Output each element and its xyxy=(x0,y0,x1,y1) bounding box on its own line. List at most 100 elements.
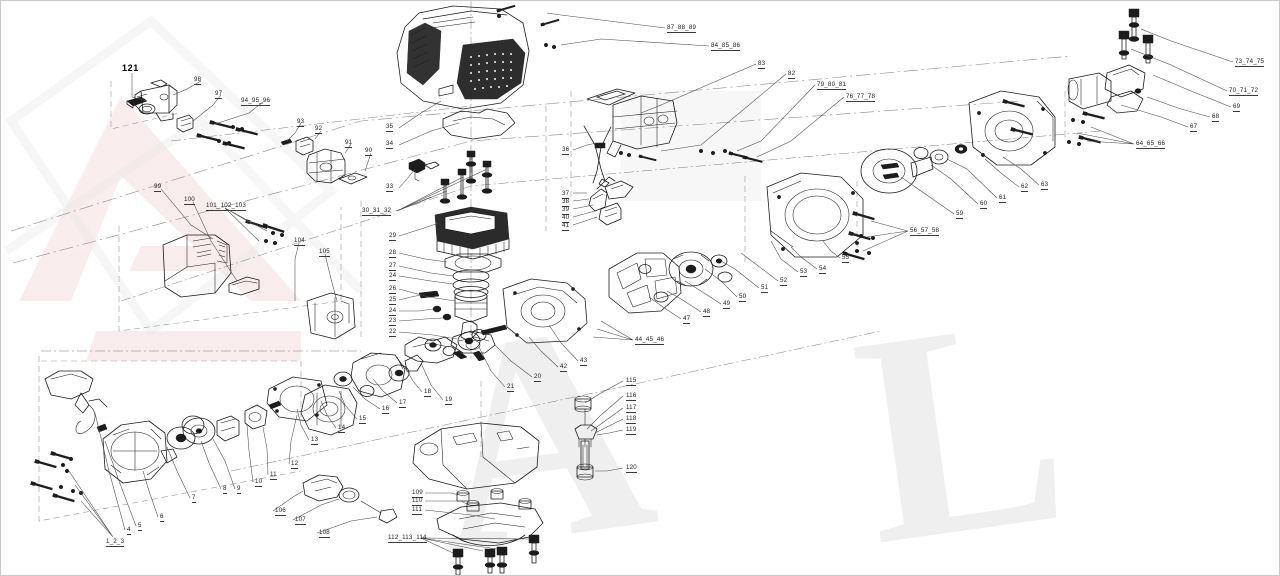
part-number-label-16: 16 xyxy=(382,405,390,414)
part-number-label-14: 14 xyxy=(338,424,346,433)
part-number-label-97: 97 xyxy=(215,90,223,99)
part-number-label-84-85-86: 84_85_86 xyxy=(711,42,741,51)
part-number-label-37: 37 xyxy=(562,190,570,199)
part-number-label-48: 48 xyxy=(703,308,711,317)
part-number-label-93: 93 xyxy=(297,118,305,127)
spark-plug-and-studs xyxy=(408,150,493,204)
part-number-label-101-102-103: 101_102_103 xyxy=(206,202,247,211)
part-number-label-47: 47 xyxy=(683,315,691,324)
part-number-label-10: 10 xyxy=(255,478,263,487)
part-number-label-52: 52 xyxy=(780,277,788,286)
part-number-label-5: 5 xyxy=(138,522,142,531)
part-number-label-11: 11 xyxy=(270,471,277,480)
part-number-label-63: 63 xyxy=(1041,181,1049,190)
part-number-label-111: 111 xyxy=(412,506,423,515)
part-number-label-120: 120 xyxy=(626,464,637,473)
part-number-label-115: 115 xyxy=(626,377,637,386)
part-number-label-61: 61 xyxy=(999,194,1007,203)
construction-lines xyxy=(10,1,1102,522)
part-number-label-4: 4 xyxy=(127,526,131,535)
part-number-label-44-45-46: 44_45_46 xyxy=(635,336,665,345)
part-number-label-90: 90 xyxy=(365,147,373,156)
part-number-label-109: 109 xyxy=(412,489,423,498)
vibration-mount-assembly xyxy=(574,395,598,481)
part-number-label-69: 69 xyxy=(1233,103,1241,112)
part-number-label-105: 105 xyxy=(319,248,330,257)
part-number-label-49: 49 xyxy=(723,300,731,309)
part-number-label-118: 118 xyxy=(626,415,637,424)
part-number-label-24: 24 xyxy=(389,307,397,316)
part-number-label-92: 92 xyxy=(315,125,323,134)
part-number-label-50: 50 xyxy=(739,293,747,302)
part-number-label-8: 8 xyxy=(223,485,227,494)
part-number-label-55: 55 xyxy=(842,254,850,263)
part-number-label-22: 22 xyxy=(389,328,397,337)
part-number-label-7: 7 xyxy=(192,494,196,503)
part-number-label-60: 60 xyxy=(980,200,988,209)
part-number-label-23: 23 xyxy=(389,317,397,326)
part-number-label-79-80-81: 79_80_81 xyxy=(817,81,847,90)
part-number-label-59: 59 xyxy=(956,210,964,219)
part-number-label-112-113-114: 112_113_114 xyxy=(388,534,427,543)
air-filter-assembly xyxy=(162,219,356,340)
carburetor-assembly xyxy=(126,79,368,185)
cylinder-piston-assembly xyxy=(181,206,510,435)
part-number-label-99: 99 xyxy=(154,183,162,192)
part-number-label-35: 35 xyxy=(386,123,394,132)
part-number-label-82: 82 xyxy=(788,70,796,79)
part-number-label-19: 19 xyxy=(445,396,453,405)
part-number-label-116: 116 xyxy=(626,392,637,401)
part-number-label-94-95-96: 94_95_96 xyxy=(241,97,271,106)
part-number-label-26: 26 xyxy=(389,285,397,294)
part-number-label-6: 6 xyxy=(160,513,164,522)
part-number-label-87-88-89: 87_88_89 xyxy=(667,24,697,33)
part-number-label-83: 83 xyxy=(758,60,766,69)
part-number-label-110: 110 xyxy=(412,497,423,506)
part-number-label-15: 15 xyxy=(359,415,367,424)
fuel-tank-assembly xyxy=(302,422,544,575)
part-number-label-39: 39 xyxy=(562,206,570,215)
part-number-label-43: 43 xyxy=(580,357,588,366)
part-number-label-41: 41 xyxy=(562,222,570,231)
recoil-starter-assembly xyxy=(30,370,328,503)
part-number-label-24: 24 xyxy=(389,272,397,281)
part-number-label-21: 21 xyxy=(507,383,515,392)
part-number-label-54: 54 xyxy=(819,265,827,274)
part-number-label-91: 91 xyxy=(345,139,353,148)
part-number-label-34: 34 xyxy=(386,140,394,149)
part-number-label-106: 106 xyxy=(275,507,286,516)
part-number-label-68: 68 xyxy=(1212,113,1220,122)
leader-lines xyxy=(68,12,1234,554)
part-number-label-12: 12 xyxy=(291,460,299,469)
clutch-and-gearcase xyxy=(502,8,1154,344)
part-number-label-33: 33 xyxy=(386,183,394,192)
part-number-label-62: 62 xyxy=(1021,183,1029,192)
part-number-label-117: 117 xyxy=(626,404,637,413)
part-number-label-51: 51 xyxy=(761,284,769,293)
part-number-label-28: 28 xyxy=(389,249,397,258)
part-number-label-13: 13 xyxy=(311,436,319,445)
pump-housing-assembly xyxy=(300,329,487,436)
part-number-label-76-77-78: 76_77_78 xyxy=(846,93,876,102)
part-number-label-119: 119 xyxy=(626,426,637,435)
fuel-line-and-controls xyxy=(583,88,763,226)
part-number-label-20: 20 xyxy=(534,373,542,382)
part-number-label-70-71-72: 70_71_72 xyxy=(1229,87,1259,96)
part-number-label-18: 18 xyxy=(424,388,432,397)
part-number-label-108: 108 xyxy=(319,529,330,538)
part-number-label-64-65-66: 64_65_66 xyxy=(1136,140,1166,149)
part-number-label-73-74-75: 73_74_75 xyxy=(1235,58,1265,67)
engine-cover-assembly xyxy=(396,4,560,140)
part-number-label-53: 53 xyxy=(800,268,808,277)
part-number-label-30-31-32: 30_31_32 xyxy=(362,207,392,216)
part-number-label-17: 17 xyxy=(399,399,407,408)
part-number-label-36: 36 xyxy=(562,146,570,155)
part-number-label-25: 25 xyxy=(389,296,397,305)
part-number-label-98: 98 xyxy=(194,76,202,85)
part-number-label-27: 27 xyxy=(389,262,397,271)
part-number-label-40: 40 xyxy=(562,214,570,223)
part-number-label-1-2-3: 1_2_3 xyxy=(106,538,125,547)
